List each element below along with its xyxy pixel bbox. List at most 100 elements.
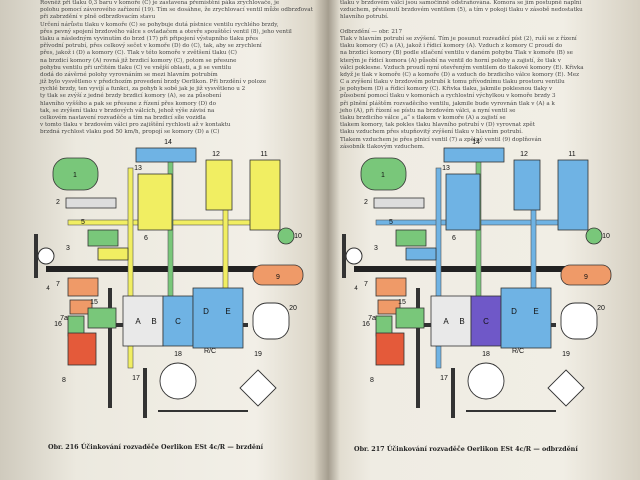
- diagram-label-n16: 16: [54, 321, 62, 328]
- component-8-valve: [67, 332, 97, 366]
- component-1-reservoir: [360, 157, 407, 191]
- electrical-line: [158, 410, 248, 412]
- right-text-line: hlavního potrubí.: [340, 14, 389, 21]
- diagram-label-n3: 3: [66, 245, 70, 252]
- component-6-valve: [405, 247, 437, 261]
- component-20-cylinder: [252, 302, 290, 340]
- diagram-label-n11: 11: [260, 151, 267, 158]
- component-19-bridge: [547, 369, 585, 407]
- left-text-line: hlavního vyššího a pak se přesune z říze…: [40, 100, 216, 107]
- vertical-air-line-1: [127, 167, 134, 369]
- left-page: Rovněž při tlaku 0,3 baru v komoře (C) j…: [28, 0, 318, 451]
- diagram-label-n16: 16: [362, 321, 370, 328]
- component-12-valve: [513, 159, 541, 211]
- left-text-line: již bylo vysvětleno v předchozím provede…: [40, 79, 267, 86]
- diagram-label-n9: 9: [276, 274, 280, 281]
- component-11-valve: [249, 159, 281, 231]
- vertical-air-line-1: [435, 167, 442, 369]
- diagram-label-n1: 1: [381, 172, 385, 179]
- right-text-line: vzduchem, přesunutí brzdovém ventilem (5…: [340, 7, 583, 14]
- left-text-line: přívodní potrubí, přes celkový sečet v k…: [40, 43, 262, 50]
- diagram-label-E: E: [533, 307, 538, 316]
- electrical-line: [466, 410, 556, 412]
- right-text-line: když je tlak v komoře (C) a komoře (D) a…: [340, 71, 580, 78]
- component-15-valve: [395, 307, 425, 329]
- distributor-body: [430, 295, 472, 347]
- component-15-valve: [87, 307, 117, 329]
- diagram-label-n5: 5: [81, 219, 85, 226]
- diagram-label-n17: 17: [132, 375, 140, 382]
- diagram-label-B: B: [459, 317, 464, 326]
- diagram-label-A: A: [443, 317, 449, 326]
- left-text-line: tak, se zvýšení tlaku v brzdových válcíc…: [40, 107, 215, 114]
- diagram-label-n8: 8: [62, 377, 66, 384]
- right-text-line: Tlak v hlavním potrubí se zvýšení. Tím j…: [340, 35, 577, 42]
- component-20-cylinder: [560, 302, 598, 340]
- diagram-label-n15: 15: [398, 299, 406, 306]
- book-spine: [314, 0, 340, 480]
- left-text-line: přes pevný spojení brzdového válce s ovl…: [40, 28, 292, 35]
- diagram-label-n10: 10: [602, 233, 610, 240]
- diagram-label-n12: 12: [212, 151, 220, 158]
- left-page-body-text: Rovněž při tlaku 0,3 baru v komoře (C) j…: [40, 0, 313, 137]
- diagram-label-n19: 19: [562, 351, 570, 358]
- distributor-body: [122, 295, 164, 347]
- component-11-valve: [557, 159, 589, 231]
- diagram-label-n6: 6: [452, 235, 456, 242]
- component-3-gauge: [37, 247, 55, 265]
- diagram-label-n7a: 7a: [368, 315, 376, 322]
- diagram-label-n20: 20: [597, 305, 605, 312]
- right-text-line: tlaku komory (C) a (A), jakož i řídicí k…: [340, 43, 563, 50]
- diagram-label-n17: 17: [440, 375, 448, 382]
- left-text-line: přes, jakož i (D) a komory (C). Tlak v t…: [40, 50, 237, 57]
- diagram-label-n2: 2: [56, 199, 60, 206]
- right-text-line: válci poklesne. Vzduch proudí nyní otevř…: [340, 64, 584, 71]
- component-7a-valve: [69, 299, 93, 315]
- left-text-line: dodá do závěrné polohy vyrovnáním se mez…: [40, 71, 218, 78]
- component-5-valve: [87, 229, 119, 247]
- diagram-label-E: E: [225, 307, 230, 316]
- component-17-post: [143, 368, 147, 418]
- diagram-label-n9: 9: [584, 274, 588, 281]
- component-7-valve: [375, 277, 407, 297]
- diagram-label-n14: 14: [164, 139, 172, 146]
- diagram-label-n12: 12: [520, 151, 528, 158]
- diagram-label-n7: 7: [364, 281, 368, 288]
- diagram-label-D: D: [511, 307, 517, 316]
- right-text-line: [340, 22, 625, 29]
- left-text-line: celkovém nastavení rozvaděče a tím na br…: [40, 115, 206, 121]
- component-1-reservoir: [52, 157, 99, 191]
- left-text-line: brzdná rychlost vlaku pod 50 km/h, propo…: [40, 129, 220, 136]
- component-3-gauge: [345, 247, 363, 265]
- component-14-manifold: [135, 147, 197, 163]
- right-text-line: zásobník tlakovým vzduchem.: [340, 143, 425, 150]
- left-text-line: polohu pomocí závorového zařízení (19). …: [40, 7, 313, 14]
- right-text-line: Tlakem vzduchem je přes plnicí ventil (7…: [340, 136, 542, 143]
- right-text-line: jeho (A), při řízení se pístu na brzdové…: [340, 107, 516, 114]
- right-text-line: C a zvýšení tlaku v brzdovém potrubí k t…: [340, 79, 565, 86]
- diagram-label-n20: 20: [289, 305, 297, 312]
- diagram-label-n4: 4: [46, 286, 50, 292]
- left-text-line: Určení nárůstu tlaku v komoře (C) se poh…: [40, 21, 279, 28]
- figure-217-caption: Obr. 217 Účinkování rozvaděče Oerlikon E…: [354, 445, 578, 453]
- right-text-line: tlaku brzdicího válce „a“ s tlakem v kom…: [340, 115, 506, 121]
- component-19-bridge: [239, 369, 277, 407]
- right-text-line: na brzdicí komory (B) podle stlačení ven…: [340, 50, 573, 57]
- diagram-label-D: D: [203, 307, 209, 316]
- chamber-e: [500, 287, 552, 349]
- right-text-line: při plnění pláštěm rozvaděcího ventilu, …: [340, 100, 555, 107]
- diagram-label-n5: 5: [389, 219, 393, 226]
- component-9-reservoir: [252, 264, 304, 286]
- component-7a-valve: [377, 299, 401, 315]
- component-18-dial: [467, 362, 505, 400]
- component-2-piston: [373, 197, 425, 209]
- component-6-valve: [97, 247, 129, 261]
- diagram-label-A: A: [135, 317, 141, 326]
- figure-216-caption: Obr. 216 Účinkování rozvaděče Oerlikon E…: [48, 443, 264, 451]
- right-text-line: tlaku v brzdovém válci jsou samočinně od…: [340, 0, 582, 6]
- diagram-label-B: B: [151, 317, 156, 326]
- component-4-post: [342, 234, 346, 278]
- diagram-label-n18: 18: [174, 351, 182, 358]
